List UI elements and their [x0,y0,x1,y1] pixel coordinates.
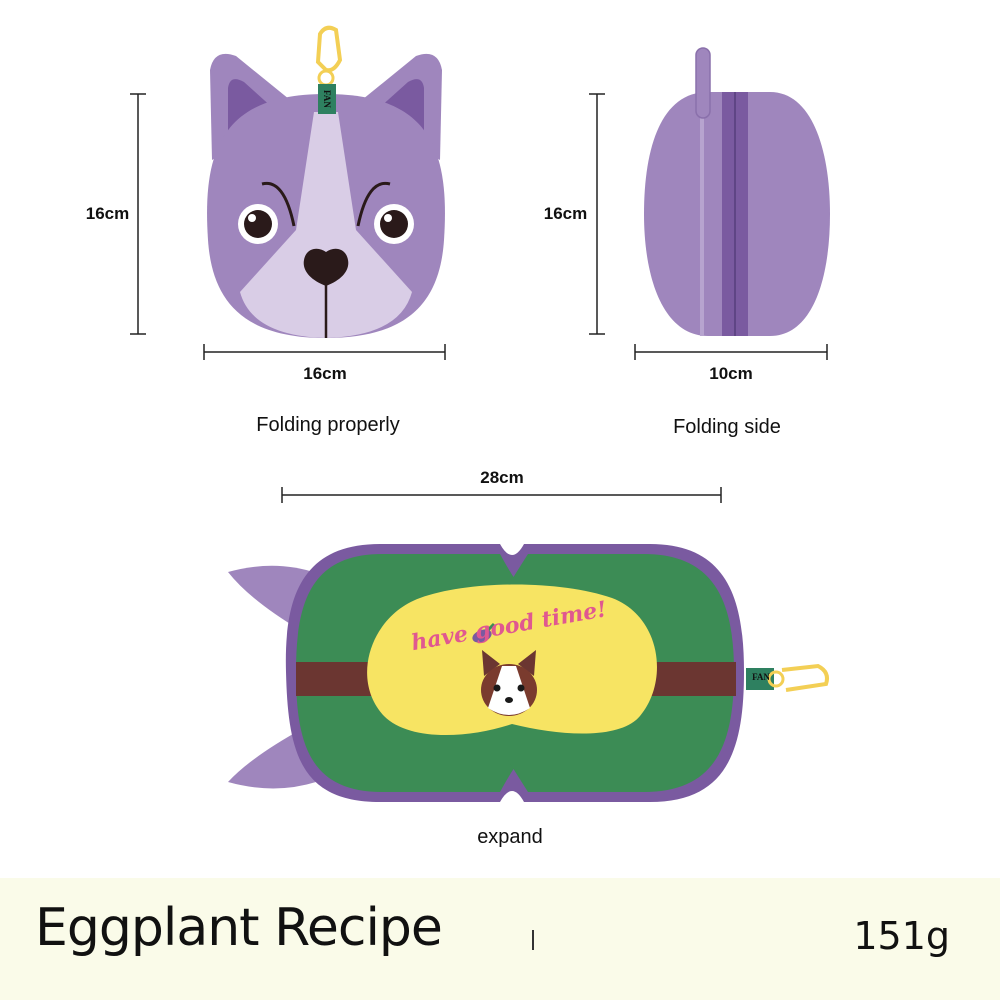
expanded-pouch [228,544,829,802]
expand-width-dimension [281,487,722,503]
front-width-dimension [203,344,446,360]
side-width-dimension [634,344,828,360]
footer-divider [532,930,534,950]
front-width-label: 16cm [303,364,347,383]
front-height-dimension [130,93,146,335]
dog-head-pouch-front [207,25,445,338]
expand-tag-text: FAN [752,672,770,682]
front-tag-text: FAN [322,90,332,108]
side-caption: Folding side [673,416,781,438]
front-height-label: 16cm [85,204,130,223]
product-title: Eggplant Recipe [35,898,443,958]
side-height-dimension [589,93,605,335]
side-height-label: 16cm [543,204,588,223]
front-caption: Folding properly [256,414,400,436]
side-pouch [644,47,830,336]
product-weight: 151g [853,914,950,958]
footer-bar: Eggplant Recipe 151g [0,878,1000,1000]
expand-width-label: 28cm [480,468,524,487]
expand-caption: expand [477,826,543,848]
side-width-label: 10cm [709,364,753,383]
